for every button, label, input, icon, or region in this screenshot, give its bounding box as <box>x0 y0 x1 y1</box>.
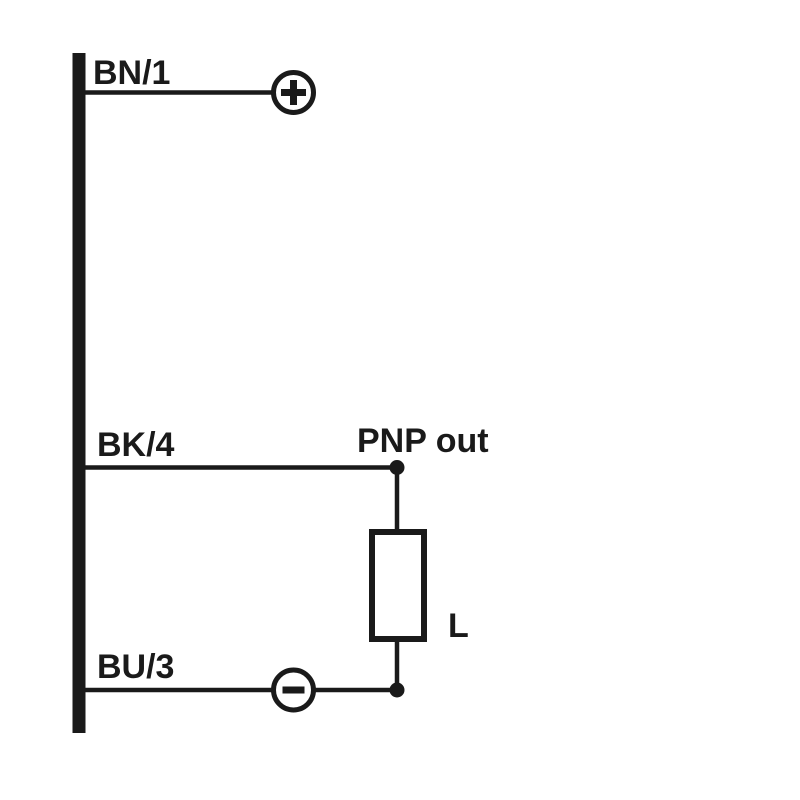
supply-bus-bar <box>72 53 86 733</box>
load-label: L <box>448 607 469 645</box>
wire-label-bk4: BK/4 <box>97 426 175 464</box>
plus-circle-icon <box>271 70 316 115</box>
wire-label-bu3: BU/3 <box>97 648 174 686</box>
output-label-pnp-out: PNP out <box>357 422 489 460</box>
junction-dot-pnp-out <box>389 460 405 475</box>
junction-dot-minus <box>389 682 405 698</box>
load-resistor <box>369 529 427 642</box>
minus-circle-icon <box>271 667 316 713</box>
wire-label-bn1: BN/1 <box>93 54 170 92</box>
